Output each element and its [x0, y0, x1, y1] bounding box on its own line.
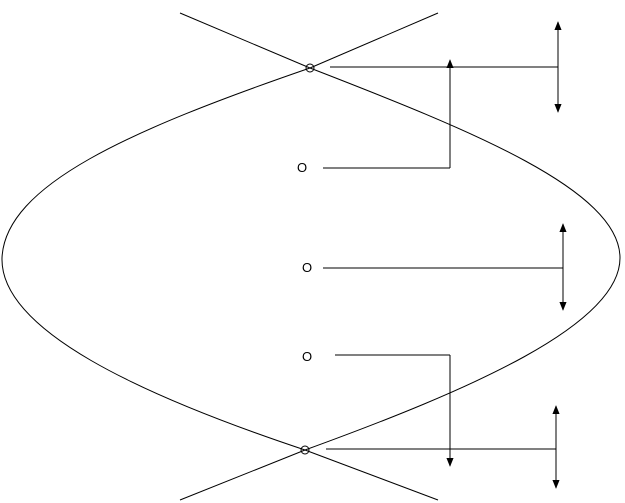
top-cross-line-right [309, 12, 439, 69]
right-curve [304, 67, 621, 451]
top-cross-line-left [179, 12, 311, 69]
bottom-vertex-circle [300, 445, 310, 455]
label-middle: O [302, 260, 312, 275]
left-curve [1, 67, 311, 451]
bottom-cross-line-left [179, 449, 306, 501]
label-lower: O [302, 349, 312, 364]
top-vertex-circle [305, 63, 315, 73]
bottom-cross-line-right [304, 449, 439, 501]
label-upper: O [297, 160, 307, 175]
